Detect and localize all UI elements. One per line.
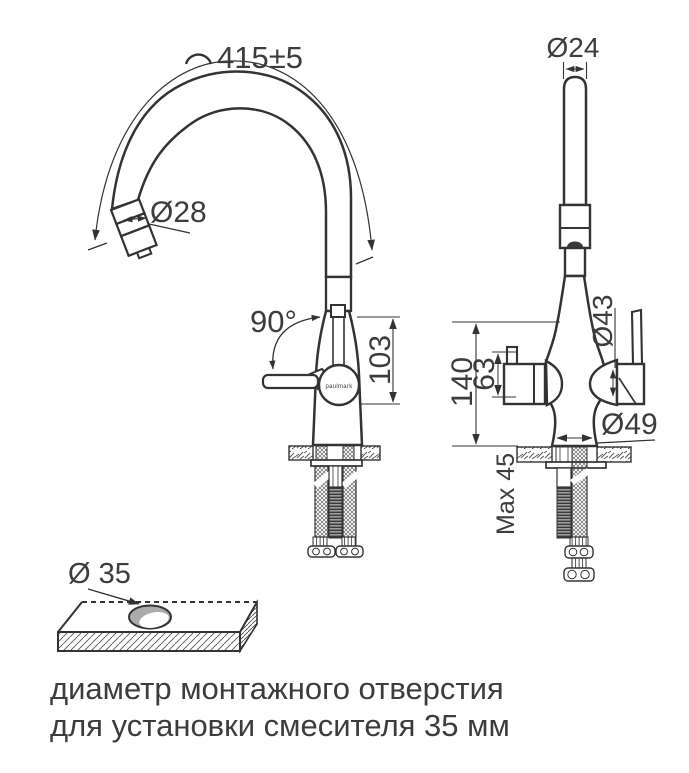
spout-outline xyxy=(110,70,353,279)
side-view: 415±5 Ø28 paulmark 90° 103 xyxy=(87,40,400,558)
slab-left-edge xyxy=(57,601,83,633)
tip-diameter-label: Ø28 xyxy=(150,196,207,229)
handle-block-edge xyxy=(618,377,637,405)
mounting-flange xyxy=(310,459,363,467)
slab-front-face xyxy=(57,631,241,652)
hole-leader xyxy=(87,588,140,605)
hose-nut-right xyxy=(335,545,364,558)
front-lever[interactable] xyxy=(630,308,644,366)
cartridge-cap xyxy=(330,304,346,318)
base-diameter-label: Ø49 xyxy=(601,408,658,441)
filter-block xyxy=(502,362,547,406)
nut-detail xyxy=(579,547,589,557)
front-body-outline xyxy=(542,274,607,448)
handle-lever[interactable] xyxy=(261,373,320,390)
dim49-underline xyxy=(596,439,656,444)
caption-line-2: для установки смесителя 35 мм xyxy=(50,708,510,743)
hose-nut-left xyxy=(307,545,336,558)
max-counter-label: Max 45 xyxy=(492,453,520,535)
hose-highlight xyxy=(570,468,591,485)
mounting-hole-inner xyxy=(139,612,169,628)
slab-side-face xyxy=(239,598,258,654)
hose-mid-rib xyxy=(571,557,587,569)
nut-detail xyxy=(568,547,578,557)
counter-slab-right xyxy=(360,445,381,461)
handle-rotation-arc xyxy=(269,314,321,370)
hose-in-hole xyxy=(571,446,588,463)
joint-diameter-label: Ø43 xyxy=(587,295,618,348)
counter-slab-right xyxy=(596,446,632,463)
stud-upper xyxy=(328,465,343,488)
shank-in-hole xyxy=(555,446,573,463)
hose-nut-2 xyxy=(563,567,595,582)
body-height-label: 103 xyxy=(364,335,397,385)
arc-end-tick-left xyxy=(87,242,108,251)
counter-slab-left xyxy=(516,446,553,463)
tip-diameter-arrow xyxy=(123,215,147,223)
caption: диаметр монтажного отверстия для установ… xyxy=(50,671,510,743)
hole-diameter-label: Ø 35 xyxy=(68,558,131,590)
nut-detail xyxy=(567,569,577,580)
brand-label: paulmark xyxy=(325,384,353,390)
nut-detail xyxy=(312,547,320,556)
filter-spout-nub xyxy=(505,345,519,366)
hose-collar xyxy=(569,536,589,547)
nut-detail xyxy=(323,547,331,556)
arc-end-tick-right xyxy=(355,256,374,265)
counter-slab-left xyxy=(288,445,314,461)
tip-diameter-leader xyxy=(148,223,191,234)
hose-right-highlight xyxy=(341,470,362,488)
front-view: Ø24 Ø43 63 140 xyxy=(446,32,658,582)
handle-block xyxy=(615,362,646,406)
stud-upper xyxy=(556,467,572,488)
top-diameter-label: Ø24 xyxy=(547,32,600,63)
brand-medallion xyxy=(317,363,361,407)
shank-section-left xyxy=(315,445,328,461)
handle-rotation-label: 90° xyxy=(250,304,297,339)
mounting-hole-view: Ø 35 xyxy=(57,558,258,654)
caption-line-1: диаметр монтажного отверстия xyxy=(50,671,504,706)
shank-section-right xyxy=(342,445,355,461)
hose-collar-right xyxy=(341,536,357,547)
height-label: 140 xyxy=(446,357,479,407)
front-neck xyxy=(563,246,587,278)
left-joint-bulge xyxy=(544,359,564,407)
spray-nozzle xyxy=(567,241,583,247)
arc-symbol-icon xyxy=(184,53,213,65)
stud-threaded xyxy=(328,486,343,539)
nut-detail xyxy=(340,547,348,556)
front-spout-tube xyxy=(562,75,588,207)
arc-length-label: 415±5 xyxy=(217,40,303,75)
nut-detail xyxy=(580,569,590,580)
spout-arc-dimension-line xyxy=(92,60,375,251)
hose-collar-left xyxy=(312,536,328,547)
front-spout-collar xyxy=(558,203,592,250)
nut-detail xyxy=(351,547,359,556)
stud-threaded xyxy=(556,486,572,539)
